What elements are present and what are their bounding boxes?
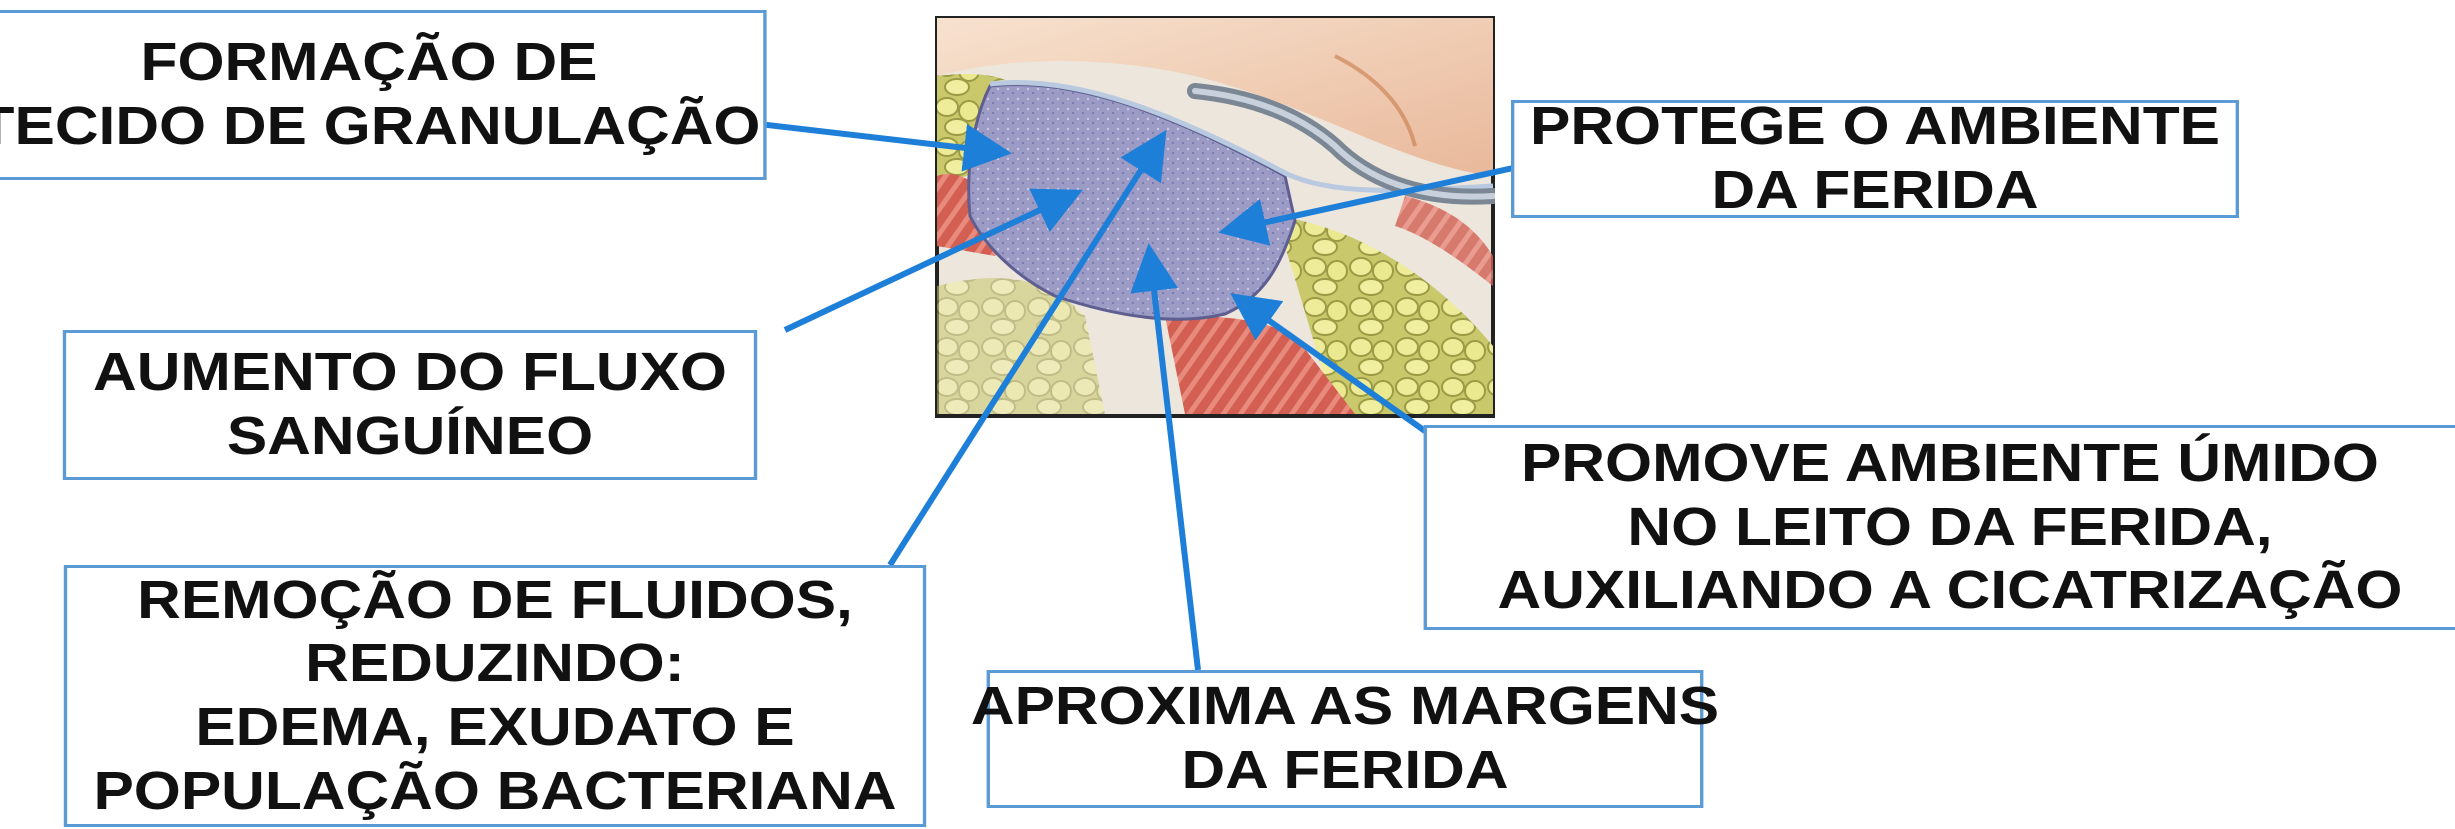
label-line: FORMAÇÃO DE	[141, 31, 598, 95]
label-line: PROTEGE O AMBIENTE	[1530, 95, 2220, 159]
label-line: DA FERIDA	[1711, 159, 2038, 223]
label-remocao-de-fluidos: REMOÇÃO DE FLUIDOS, REDUZINDO: EDEMA, EX…	[64, 565, 926, 827]
label-formacao-tecido-granulacao: FORMAÇÃO DE TECIDO DE GRANULAÇÃO	[0, 10, 767, 180]
label-line: APROXIMA AS MARGENS	[971, 675, 1719, 739]
label-line: SANGUÍNEO	[227, 405, 593, 469]
label-aproxima-margens-ferida: APROXIMA AS MARGENS DA FERIDA	[987, 670, 1704, 808]
wound-dressing-illustration	[935, 16, 1495, 418]
label-line: PROMOVE AMBIENTE ÚMIDO	[1521, 432, 2379, 496]
label-line: TECIDO DE GRANULAÇÃO	[0, 95, 760, 159]
label-protege-ambiente-ferida: PROTEGE O AMBIENTE DA FERIDA	[1511, 100, 2239, 218]
label-line: POPULAÇÃO BACTERIANA	[93, 760, 896, 824]
label-aumento-fluxo-sanguineo: AUMENTO DO FLUXO SANGUÍNEO	[63, 330, 757, 480]
label-line: AUMENTO DO FLUXO	[93, 341, 727, 405]
label-line: NO LEITO DA FERIDA,	[1627, 496, 2272, 560]
label-line: REMOÇÃO DE FLUIDOS,	[137, 569, 853, 633]
label-line: EDEMA, EXUDATO E	[195, 696, 794, 760]
label-line: REDUZINDO:	[305, 632, 685, 696]
label-promove-ambiente-umido: PROMOVE AMBIENTE ÚMIDO NO LEITO DA FERID…	[1424, 425, 2455, 630]
label-line: DA FERIDA	[1181, 739, 1508, 803]
label-line: AUXILIANDO A CICATRIZAÇÃO	[1498, 559, 2403, 623]
